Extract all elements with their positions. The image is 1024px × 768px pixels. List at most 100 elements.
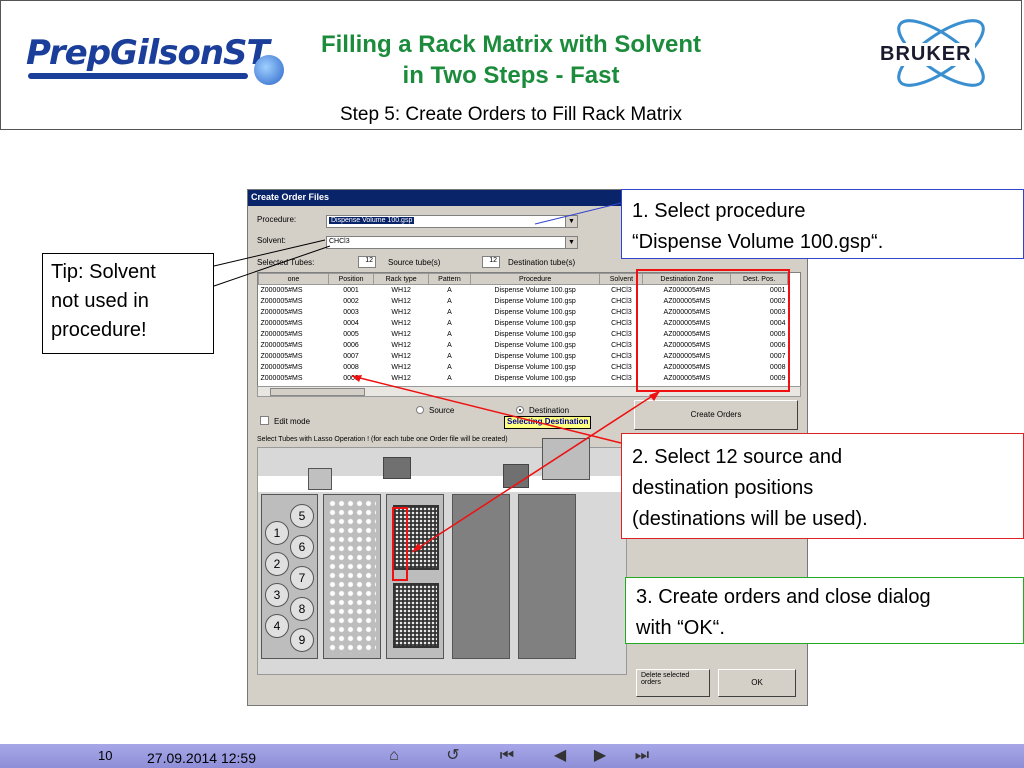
drain-station[interactable] (503, 464, 529, 488)
table-cell: AZ000005#MS (663, 319, 711, 327)
vial-rack-1[interactable]: 1 2 3 4 5 6 7 8 9 (261, 494, 318, 659)
dest-tubes-label: Destination tube(s) (508, 258, 576, 267)
return-icon[interactable]: ↺ (446, 747, 460, 764)
matrix-plate-bottom (393, 583, 439, 648)
grid-column-header[interactable]: Pattern (428, 273, 471, 285)
table-cell: WH12 (391, 363, 411, 371)
scroll-thumb[interactable] (270, 388, 365, 396)
table-cell: Dispense Volume 100.gsp (494, 352, 576, 360)
vial-position[interactable]: 3 (265, 583, 289, 607)
rack-deck[interactable]: 1 2 3 4 5 6 7 8 9 (257, 438, 628, 675)
table-cell: AZ000005#MS (663, 330, 711, 338)
tube-rack-2[interactable] (323, 494, 381, 659)
table-cell: 0003 (343, 308, 359, 316)
home-icon[interactable]: ⌂ (389, 747, 399, 764)
create-orders-button[interactable]: Create Orders (634, 400, 798, 430)
table-cell: Z000005#MS (260, 374, 303, 382)
horizontal-scrollbar[interactable] (257, 386, 801, 397)
dropdown-arrow-icon[interactable]: ▼ (565, 216, 577, 227)
prev-icon[interactable]: ◀ (553, 747, 567, 764)
vial-position[interactable]: 6 (290, 535, 314, 559)
logo-text: PrepGilsonST (26, 33, 270, 73)
edit-mode-label: Edit mode (274, 417, 311, 426)
table-cell: CHCl3 (611, 297, 632, 305)
slide-title: Filling a Rack Matrix with Solvent in Tw… (251, 29, 771, 91)
rack-4[interactable] (452, 494, 510, 659)
vial-position[interactable]: 8 (290, 597, 314, 621)
wash-station[interactable] (383, 457, 411, 479)
table-cell: WH12 (391, 286, 411, 294)
page-number: 10 (98, 748, 113, 763)
grid-column-header[interactable]: Rack type (373, 273, 430, 285)
table-cell: Dispense Volume 100.gsp (494, 286, 576, 294)
table-cell: AZ000005#MS (663, 297, 711, 305)
step1-line2: “Dispense Volume 100.gsp“. (632, 231, 884, 253)
lasso-hint: Select Tubes with Lasso Operation ! (for… (257, 436, 508, 443)
footer-datetime: 27.09.2014 12:59 (147, 750, 256, 766)
injection-block[interactable] (542, 438, 590, 480)
source-radio[interactable] (416, 406, 424, 414)
dropdown-arrow-icon[interactable]: ▼ (565, 237, 577, 248)
vial-position[interactable]: 5 (290, 504, 314, 528)
vial-position[interactable]: 4 (265, 614, 289, 638)
ok-button[interactable]: OK (718, 669, 796, 697)
tip-line2: not used in (51, 290, 149, 312)
matrix-rack-3[interactable] (386, 494, 444, 659)
table-cell: A (447, 341, 452, 349)
solvent-select[interactable]: CHCl3 ▼ (326, 236, 578, 249)
table-cell: CHCl3 (611, 319, 632, 327)
header: PrepGilsonST Filling a Rack Matrix with … (0, 0, 1022, 130)
rack-5[interactable] (518, 494, 576, 659)
edit-mode-checkbox[interactable] (260, 416, 269, 425)
table-cell: 0002 (769, 297, 786, 305)
table-cell: A (447, 352, 452, 360)
grid-column-header[interactable]: Dest. Pos. (730, 273, 788, 285)
grid-column-header[interactable]: Destination Zone (642, 273, 732, 285)
first-icon[interactable]: ⏮ (499, 747, 515, 764)
matrix-wells (395, 585, 437, 646)
table-cell: WH12 (391, 297, 411, 305)
table-cell: Z000005#MS (260, 286, 303, 294)
last-icon[interactable]: ⏭ (634, 747, 650, 764)
step3-callout: 3. Create orders and close dialog with “… (625, 577, 1024, 644)
grid-column-header[interactable]: one (258, 273, 329, 285)
grid-column-header[interactable]: Position (327, 273, 375, 285)
vial-position[interactable]: 9 (290, 628, 314, 652)
source-radio-label: Source (429, 406, 455, 415)
vial-position[interactable]: 2 (265, 552, 289, 576)
grid-column-header[interactable]: Procedure (469, 273, 601, 285)
procedure-select[interactable]: Dispense Volume 100.gsp ▼ (326, 215, 578, 228)
step1-callout: 1. Select procedure “Dispense Volume 100… (621, 189, 1024, 259)
title-line-1: Filling a Rack Matrix with Solvent (320, 31, 702, 58)
dest-count: 12 (482, 256, 500, 268)
vial-position[interactable]: 1 (265, 521, 289, 545)
table-cell: Z000005#MS (260, 297, 303, 305)
table-cell: 0007 (769, 352, 786, 360)
source-block[interactable] (308, 468, 332, 490)
vial-position[interactable]: 7 (290, 566, 314, 590)
table-cell: Dispense Volume 100.gsp (494, 297, 576, 305)
table-cell: 0001 (769, 286, 786, 294)
destination-radio[interactable] (516, 406, 524, 414)
prepgilson-logo: PrepGilsonST (26, 33, 284, 85)
table-cell: AZ000005#MS (663, 374, 711, 382)
table-cell: Z000005#MS (260, 330, 303, 338)
step2-line2: destination positions (632, 477, 814, 499)
table-cell: CHCl3 (611, 363, 632, 371)
table-cell: CHCl3 (611, 330, 632, 338)
grid-column-header[interactable]: Solvent (599, 273, 644, 285)
table-cell: 0001 (343, 286, 359, 294)
delete-selected-orders-button[interactable]: Delete selected orders (636, 669, 710, 697)
next-icon[interactable]: ▶ (593, 747, 607, 764)
